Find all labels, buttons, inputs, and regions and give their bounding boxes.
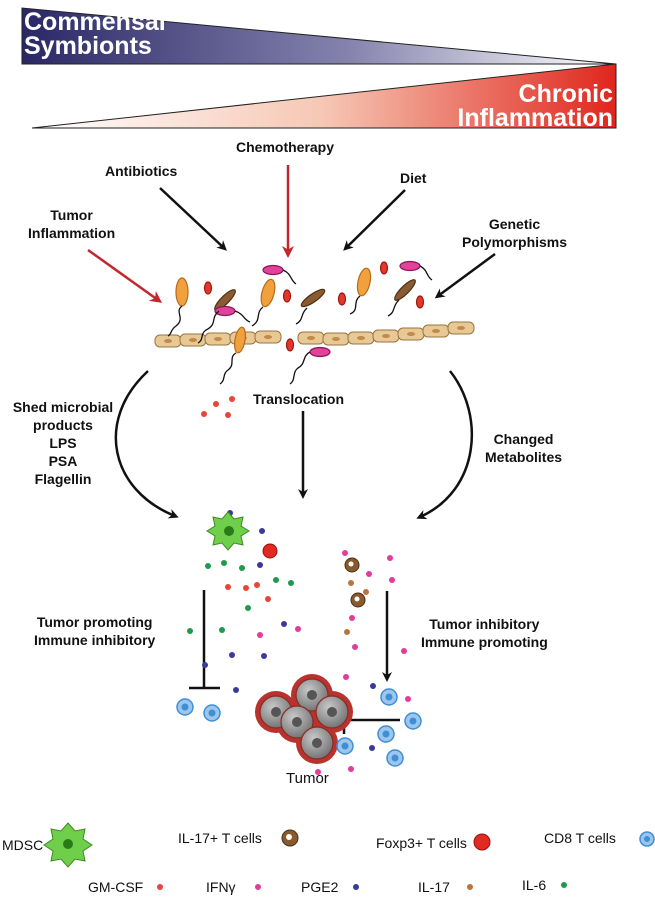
legend-ifng-dot bbox=[255, 884, 261, 890]
chemotherapy-label: Chemotherapy bbox=[236, 139, 335, 155]
tumor-inflammation-label: Tumor Inflammation bbox=[28, 207, 116, 241]
legend-mdsc-icon bbox=[43, 822, 93, 868]
chronic-inflammation-title: Chronic Inflammation bbox=[457, 80, 613, 132]
translocation-label: Translocation bbox=[253, 391, 345, 407]
legend-pge2-label: PGE2 bbox=[301, 879, 339, 895]
bacterial-flagella bbox=[167, 265, 433, 385]
translocated-particles bbox=[201, 396, 235, 418]
bacteria-cluster bbox=[175, 260, 425, 358]
tumor-promoting-inhibit-bar bbox=[189, 590, 220, 690]
genetic-polymorphisms-label: Genetic Polymorphisms bbox=[462, 216, 568, 250]
changed-metabolites-label: Changed Metabolites bbox=[485, 431, 563, 465]
inflammation-gradient-wedge bbox=[31, 63, 617, 129]
diet-label: Diet bbox=[400, 170, 427, 186]
legend-il6-label: IL-6 bbox=[522, 877, 547, 893]
legend-symbols bbox=[43, 822, 655, 890]
tumor-cluster bbox=[255, 674, 353, 764]
legend-cd8-t-cells-label: CD8 T cells bbox=[544, 830, 616, 846]
legend-pge2-dot bbox=[353, 884, 359, 890]
shed-microbial-products-label: Shed microbial products LPS PSA Flagelli… bbox=[12, 399, 114, 487]
legend-foxp3-t-cell-icon bbox=[473, 833, 491, 851]
legend-gmcsf-dot bbox=[157, 884, 163, 890]
mdsc-cell bbox=[206, 511, 250, 551]
diet-arrow bbox=[343, 189, 406, 251]
cytokine-dots bbox=[187, 510, 411, 775]
tumor-label: Tumor bbox=[286, 770, 329, 787]
shed-products-arrow bbox=[114, 370, 179, 519]
legend-ifng-label: IFNγ bbox=[206, 879, 236, 895]
cd8-t-cells bbox=[176, 688, 422, 767]
legend-mdsc-label: MDSC bbox=[2, 837, 44, 853]
tumor-promoting-label: Tumor promoting Immune inhibitory bbox=[34, 614, 156, 648]
commensal-gradient-wedge bbox=[21, 7, 617, 65]
legend-il6-dot bbox=[561, 882, 567, 888]
immune-cells bbox=[176, 511, 422, 767]
antibiotics-label: Antibiotics bbox=[105, 163, 178, 179]
legend-cd8-t-cell-icon bbox=[639, 831, 655, 847]
legend-foxp3-t-cells-label: Foxp3+ T cells bbox=[376, 835, 467, 851]
legend-il17-t-cells-label: IL-17+ T cells bbox=[178, 830, 262, 846]
changed-metabolites-arrow bbox=[416, 370, 474, 520]
tumor-inflammation-arrow bbox=[87, 248, 163, 303]
tumor-inhibitory-label: Tumor inhibitory Immune promoting bbox=[421, 616, 548, 650]
legend-gmcsf-label: GM-CSF bbox=[88, 879, 144, 895]
legend-il17-t-cell-icon bbox=[281, 829, 299, 847]
commensal-symbionts-title: Commensal Symbionts bbox=[24, 8, 166, 60]
legend-il17-dot bbox=[467, 884, 473, 890]
genetic-polymorphisms-arrow bbox=[434, 252, 496, 299]
legend-il17-label: IL-17 bbox=[418, 879, 450, 895]
antibiotics-arrow bbox=[159, 187, 227, 251]
